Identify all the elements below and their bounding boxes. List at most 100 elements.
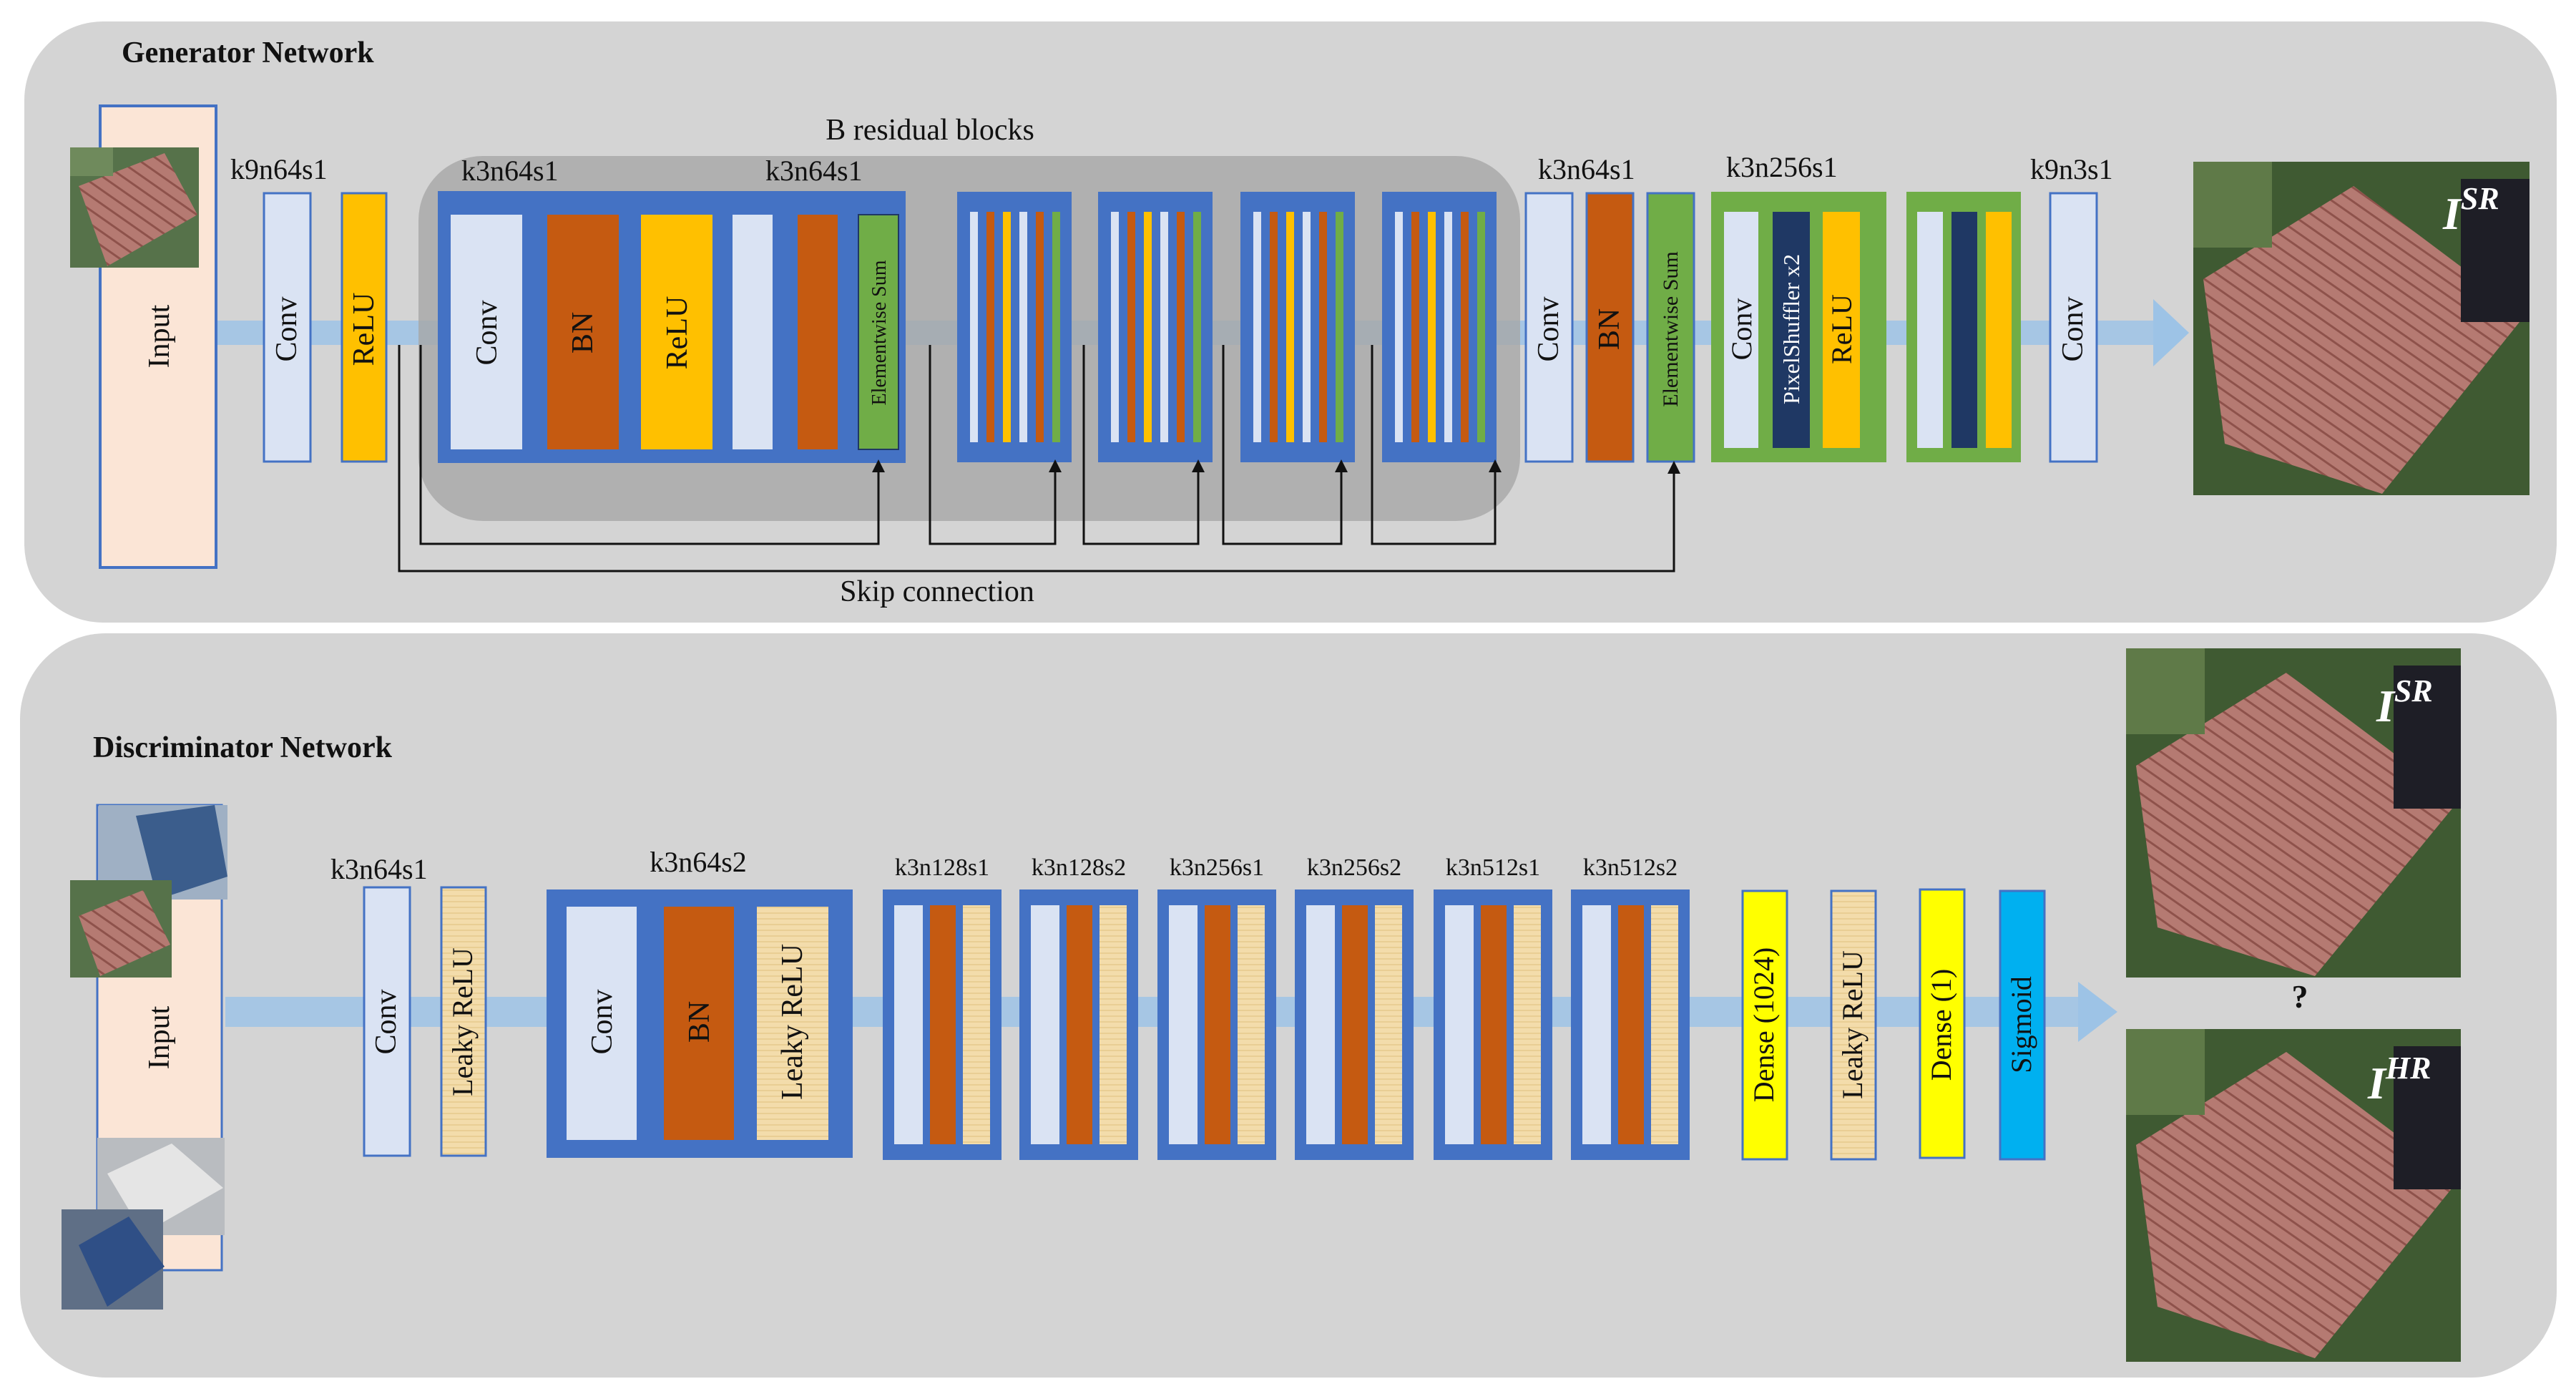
disc-mini-label-2: k3n128s2 [1032,854,1126,881]
gen-k-first: k9n64s1 [230,153,328,185]
mini-res-stripe [1253,212,1261,442]
up-ps-label: PixelShuffler x2 [1778,254,1804,404]
svg-text:Conv: Conv [2057,296,2090,361]
mini-res-stripe [970,212,978,442]
disc-output-hr-image [2126,1029,2461,1362]
mini-residual-blocks [957,192,1497,462]
mini-res-stripe [1319,212,1327,442]
disc-block-leaky: Leaky ReLU [776,944,809,1100]
svg-text:Leaky ReLU: Leaky ReLU [1836,950,1869,1099]
mini-res-stripe [1411,212,1419,442]
generator-output-image [2193,162,2530,495]
disc-dense-1: Dense (1) [1919,888,1966,1159]
disc-k-first: k3n64s1 [330,853,428,885]
disc-block-conv: Conv [586,989,619,1054]
gen-k-res-b: k3n64s1 [765,155,863,187]
svg-text:Leaky ReLU: Leaky ReLU [446,947,479,1096]
residual-title: B residual blocks [826,114,1034,147]
disc-sigmoid: Sigmoid [1999,889,2046,1161]
res-bn-label: BN [567,312,599,354]
disc-out-hr-label: IHR [2367,1051,2431,1108]
disc-mini-stripe [1067,905,1092,1144]
mini-res-stripe [1286,212,1294,442]
disc-mini-stripe [1618,905,1644,1144]
disc-mini-stripe [930,905,956,1144]
svg-text:Input: Input [143,304,176,368]
mini-res-stripe [1160,212,1168,442]
mini-res-stripe [1444,212,1452,442]
mini-res-stripe [986,212,994,442]
disc-mini-label-6: k3n512s2 [1583,854,1678,881]
svg-text:Conv: Conv [270,296,303,361]
disc-block-expanded [547,889,853,1158]
disc-out-sr-label: ISR [2376,673,2433,731]
mini-res-stripe [1019,212,1027,442]
disc-mini-label-5: k3n512s1 [1446,854,1540,881]
svg-text:Elementwise Sum: Elementwise Sum [1659,251,1683,406]
disc-mini-label-4: k3n256s2 [1307,854,1401,881]
disc-mini-stripe [1100,905,1127,1144]
gen-esum-post: Elementwise Sum [1646,192,1695,463]
mini-res-stripe [1177,212,1185,442]
mini-res-stripe [1193,212,1201,442]
disc-mini-stripe [963,905,990,1144]
disc-mini-stripe [894,905,923,1144]
disc-question-mark: ? [2292,978,2308,1015]
res-relu-label: ReLU [661,296,694,370]
disc-mini-stripe [1169,905,1198,1144]
disc-mini-stripe [1514,905,1541,1144]
disc-mini-stripe [1031,905,1059,1144]
generator-input-thumbnail [70,147,199,268]
gen-conv-last: Conv [2049,192,2098,463]
gen-relu-1: ReLU [341,192,388,463]
mini-res-stripe [1477,212,1485,442]
skip-connection-lines [398,345,1675,572]
disc-block-bn: BN [683,1001,716,1043]
disc-mini-stripe [1342,905,1368,1144]
disc-mini-stripe [1582,905,1611,1144]
mini-res-stripe [1428,212,1436,442]
mini-res-stripe [1052,212,1060,442]
svg-text:BN: BN [1593,308,1626,350]
disc-output-sr-image [2126,648,2461,978]
disc-mini-stripe [1205,905,1230,1144]
disc-mini-stripe [1445,905,1474,1144]
skip-arrowheads [872,459,1680,474]
skip-connection-label: Skip connection [840,575,1034,608]
disc-mini-label-1: k3n128s1 [895,854,989,881]
res-esum-label: Elementwise Sum [868,260,891,405]
svg-text:Sigmoid: Sigmoid [2005,976,2037,1073]
gen-k-res-a: k3n64s1 [461,155,559,187]
up-relu-label: ReLU [1826,294,1858,364]
disc-conv-1: Conv [363,886,411,1157]
gen-k-last: k9n3s1 [2030,153,2113,185]
mini-res-stripe [1127,212,1135,442]
disc-mini-stripe [1306,905,1335,1144]
gen-bn-post: BN [1585,192,1635,463]
mini-res-stripe [1111,212,1119,442]
disc-mini-label-3: k3n256s1 [1170,854,1264,881]
disc-mini-stripe [1375,905,1402,1144]
disc-leaky-2: Leaky ReLU [1830,889,1877,1161]
res-conv-label: Conv [471,300,504,365]
gen-output-label: ISR [2442,181,2499,239]
gen-k-post: k3n64s1 [1538,153,1635,185]
svg-text:Dense (1024): Dense (1024) [1748,947,1780,1103]
gen-upsample-block-2 [1906,192,2021,462]
mini-res-stripe [1270,212,1278,442]
mini-res-stripe [1461,212,1469,442]
up-conv-label: Conv [1725,298,1758,361]
disc-mini-blocks: k3n128s1 k3n128s2 k3n256s1 k3n256s2 k3n512s1… [883,854,1690,1160]
mini-res-stripe [1395,212,1403,442]
residual-block-expanded [438,191,906,463]
svg-text:Conv: Conv [370,989,403,1054]
gen-k-up: k3n256s1 [1726,151,1838,183]
svg-text:Input: Input [143,1005,176,1069]
gen-upsample-block [1711,192,1886,462]
generator-title: Generator Network [122,36,374,69]
disc-leaky-1: Leaky ReLU [440,886,487,1157]
mini-res-stripe [1303,212,1311,442]
svg-text:Conv: Conv [1532,296,1565,361]
disc-mini-stripe [1238,905,1265,1144]
svg-text:ReLU: ReLU [348,293,381,366]
